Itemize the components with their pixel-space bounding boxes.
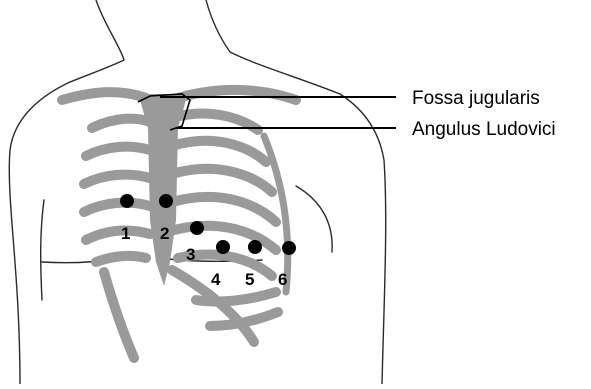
electrode-5-dot: [248, 240, 262, 254]
manubrium: [140, 94, 186, 128]
lower-rib-2: [210, 312, 278, 326]
electrode-2-label: 2: [160, 224, 169, 243]
clavicle-right: [178, 90, 296, 100]
rib-left-4: [84, 203, 150, 212]
rib-left-3: [84, 175, 150, 184]
electrode-3-label: 3: [186, 245, 195, 264]
rib-right-4: [172, 197, 276, 222]
rib-right-3: [172, 169, 272, 192]
neck-right: [206, 0, 340, 94]
electrode-1-dot: [120, 194, 134, 208]
electrode-5-label: 5: [245, 270, 254, 289]
xiphoid: [156, 262, 170, 286]
label-angulus-ludovici: Angulus Ludovici: [412, 119, 556, 140]
armpit-left: [41, 200, 44, 300]
electrode-6-dot: [282, 241, 296, 255]
rib-left-2: [86, 147, 150, 156]
armpit-right: [296, 186, 332, 252]
electrode-3-dot: [190, 221, 204, 235]
electrode-4-dot: [216, 240, 230, 254]
electrode-2-dot: [159, 194, 173, 208]
neck-left: [70, 0, 124, 82]
costal-arch-left: [104, 272, 134, 358]
shoulder-right: [340, 94, 386, 384]
electrode-6-label: 6: [278, 270, 287, 289]
clavicle-left: [62, 92, 146, 100]
electrode-4-label: 4: [211, 270, 221, 289]
label-fossa-jugularis: Fossa jugularis: [412, 88, 540, 109]
rib-left-5: [86, 231, 150, 240]
body-outline: [9, 0, 385, 384]
rib-left-6: [96, 256, 146, 262]
rib-right-2: [172, 141, 266, 162]
rib-left-1: [92, 119, 150, 128]
electrode-1-label: 1: [121, 224, 130, 243]
rib-cage: [62, 90, 296, 358]
shoulder-left: [9, 82, 70, 384]
